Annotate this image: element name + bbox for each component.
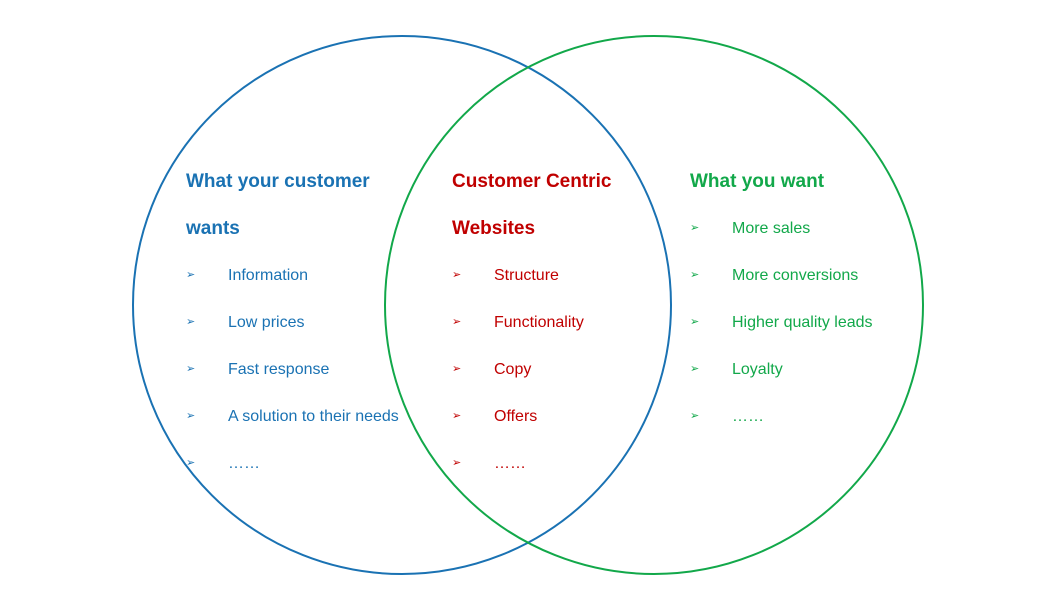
list-item: ➢ Fast response	[186, 346, 399, 393]
list-item: ➢ Functionality	[452, 299, 611, 346]
list-item: ➢ ……	[690, 393, 873, 440]
list-item-label: Offers	[494, 408, 538, 425]
arrowhead-bullet-icon: ➢	[186, 457, 196, 469]
list-item: ➢ Offers	[452, 393, 611, 440]
list-item-label: More sales	[732, 220, 811, 237]
customer-wants-title-line2: wants	[186, 218, 240, 239]
customer-centric-title-line2: Websites	[452, 218, 536, 239]
customer-centric-title-line1: Customer Centric	[452, 171, 612, 192]
list-item-label: More conversions	[732, 267, 859, 284]
list-item: ➢ A solution to their needs	[186, 393, 399, 440]
list-item-label: Higher quality leads	[732, 314, 873, 331]
arrowhead-bullet-icon: ➢	[186, 269, 196, 281]
customer-wants-section: What your customer wants ➢ Information ➢ L…	[186, 158, 399, 487]
list-item: ➢ Copy	[452, 346, 611, 393]
arrowhead-bullet-icon: ➢	[690, 363, 700, 375]
customer-wants-circle	[132, 35, 672, 575]
arrowhead-bullet-icon: ➢	[452, 316, 462, 328]
list-item: ➢ ……	[186, 440, 399, 487]
you-want-circle	[384, 35, 924, 575]
customer-centric-section: Customer Centric Websites ➢ Structure ➢ Fu…	[452, 158, 611, 487]
customer-wants-list: ➢Information ➢Low prices ➢Fast response …	[186, 252, 399, 487]
arrowhead-bullet-icon: ➢	[690, 316, 700, 328]
customer-wants-title-line1: What your customer	[186, 171, 370, 192]
list-item-label: Structure	[494, 267, 559, 284]
arrowhead-bullet-icon: ➢	[690, 410, 700, 422]
arrowhead-bullet-icon: ➢	[186, 363, 196, 375]
list-item-label: A solution to their needs	[228, 408, 399, 425]
arrowhead-bullet-icon: ➢	[186, 410, 196, 422]
list-item-label: Information	[228, 267, 309, 284]
list-item-label: ……	[732, 408, 764, 425]
list-item-label: Loyalty	[732, 361, 783, 378]
arrowhead-bullet-icon: ➢	[452, 410, 462, 422]
list-item-label: ……	[494, 455, 526, 472]
arrowhead-bullet-icon: ➢	[452, 269, 462, 281]
you-want-section: What you want ➢ More sales ➢ More conversi…	[690, 158, 873, 440]
list-item: ➢ Higher quality leads	[690, 299, 873, 346]
list-item: ➢ ……	[452, 440, 611, 487]
list-item: ➢ Information	[186, 252, 399, 299]
list-item-label: Fast response	[228, 361, 330, 378]
list-item-label: Copy	[494, 361, 532, 378]
list-item-label: Low prices	[228, 314, 305, 331]
arrowhead-bullet-icon: ➢	[452, 363, 462, 375]
arrowhead-bullet-icon: ➢	[186, 316, 196, 328]
you-want-list: ➢ More sales ➢ More conversions ➢ Higher qu…	[690, 205, 873, 440]
arrowhead-bullet-icon: ➢	[690, 222, 700, 234]
list-item-label: Functionality	[494, 314, 584, 331]
list-item: ➢ Structure	[452, 252, 611, 299]
list-item: ➢ More conversions	[690, 252, 873, 299]
list-item: ➢ Loyalty	[690, 346, 873, 393]
list-item: ➢ Low prices	[186, 299, 399, 346]
arrowhead-bullet-icon: ➢	[452, 457, 462, 469]
arrowhead-bullet-icon: ➢	[690, 269, 700, 281]
list-item-label: ……	[228, 455, 260, 472]
you-want-title: What you want	[690, 171, 825, 192]
customer-centric-list: ➢Structure ➢Functionality ➢Copy ➢Offers …	[452, 252, 611, 487]
list-item: ➢ More sales	[690, 205, 873, 252]
